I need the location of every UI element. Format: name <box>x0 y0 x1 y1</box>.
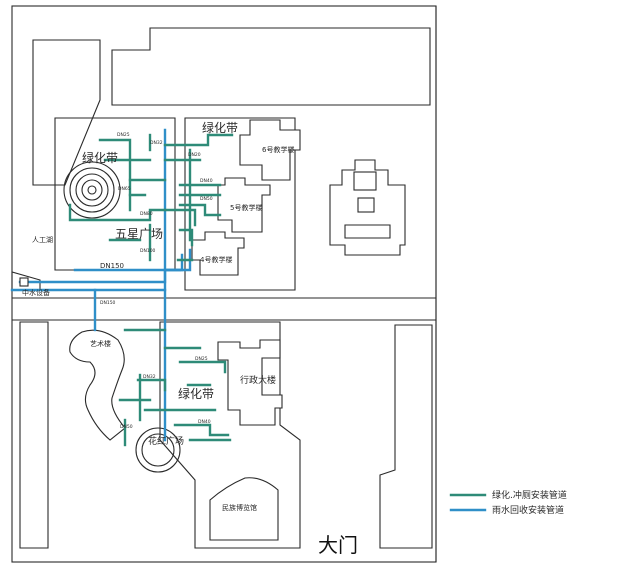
svg-text:DN100: DN100 <box>140 248 156 254</box>
lower-right-block <box>379 324 433 549</box>
building-5 <box>217 177 271 233</box>
building-4 <box>191 231 245 276</box>
svg-text:DN32: DN32 <box>143 374 156 380</box>
top-field-outline <box>111 27 431 106</box>
label-building-4: 4号教学楼 <box>200 255 232 264</box>
label-main-gate: 大门 <box>318 533 358 557</box>
legend-label-blue: 雨水回收安装管道 <box>492 504 564 516</box>
equipment-box <box>19 277 29 287</box>
admin-building <box>217 339 283 426</box>
label-green-belt-bottom: 绿化带 <box>178 386 214 401</box>
label-artificial-lake: 人工湖 <box>32 235 53 244</box>
svg-text:DN25: DN25 <box>117 132 130 138</box>
label-dn150: DN150 <box>100 262 124 270</box>
round-square-outer <box>135 427 181 473</box>
svg-text:DN40: DN40 <box>198 419 211 425</box>
svg-text:DN65: DN65 <box>118 186 131 192</box>
art-building <box>69 329 126 441</box>
label-five-star-square: 五星广场 <box>115 227 163 241</box>
svg-text:DN20: DN20 <box>188 152 201 158</box>
legend-label-green: 绿化.冲厕安装管道 <box>492 489 567 501</box>
teaching-zone <box>184 117 296 291</box>
svg-text:DN80: DN80 <box>140 211 153 217</box>
site-boundary <box>11 5 437 563</box>
svg-text:DN32: DN32 <box>150 140 163 146</box>
svg-text:DN40: DN40 <box>200 178 213 184</box>
label-green-belt-left: 绿化带 <box>82 150 118 165</box>
svg-text:DN25: DN25 <box>195 356 208 362</box>
fountain-outer <box>63 161 121 219</box>
label-building-5: 5号教学楼 <box>230 203 262 212</box>
label-admin-building: 行政大楼 <box>240 374 276 386</box>
svg-text:DN50: DN50 <box>120 424 133 430</box>
label-art-building: 艺术楼 <box>90 339 111 348</box>
building-6 <box>239 119 301 181</box>
label-square-bottom: 花红广场 <box>148 435 184 447</box>
lower-left-strip <box>19 321 49 549</box>
label-building-6: 6号教学楼 <box>262 145 294 154</box>
upper-left-block <box>32 39 101 186</box>
svg-text:DN50: DN50 <box>200 196 213 202</box>
legend: 绿化.冲厕安装管道 雨水回收安装管道 <box>449 489 567 516</box>
folk-museum <box>209 477 279 541</box>
label-dn-main: DN150 <box>100 300 116 306</box>
label-green-belt-top: 绿化带 <box>202 120 238 135</box>
label-folk-museum: 民族博览馆 <box>222 503 257 512</box>
label-middle-water-equipment: 中水设备 <box>22 288 50 297</box>
